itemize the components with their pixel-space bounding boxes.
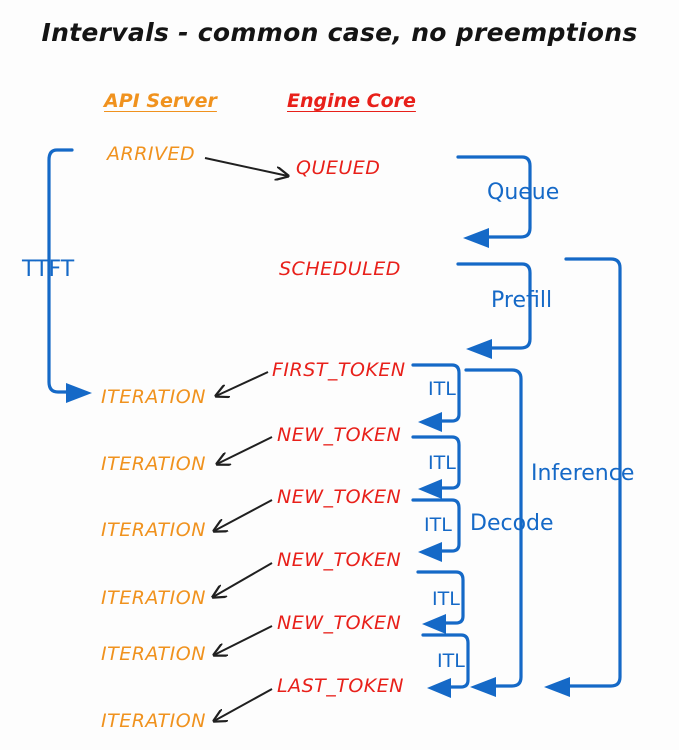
interval-label-decode: Decode — [470, 511, 554, 536]
interval-label-inference: Inference — [531, 461, 635, 486]
event-token-2: NEW_TOKEN — [277, 424, 402, 446]
interval-label-queue: Queue — [487, 180, 560, 205]
event-token-1: FIRST_TOKEN — [272, 359, 406, 381]
arrow-arrived-to-queued — [204, 157, 288, 176]
arrow-token-to-iteration-4 — [213, 562, 273, 597]
arrow-token-to-iteration-2 — [217, 436, 273, 464]
state-iteration-6: ITERATION — [101, 710, 206, 732]
event-token-3: NEW_TOKEN — [277, 486, 402, 508]
state-iteration-3: ITERATION — [101, 519, 206, 541]
state-iteration-1: ITERATION — [101, 386, 206, 408]
arrow-token-to-iteration-3 — [214, 499, 273, 531]
interval-label-prefill: Prefill — [491, 288, 553, 313]
interval-label-itl-2: ITL — [428, 452, 456, 474]
arrow-token-to-iteration-6 — [214, 688, 273, 721]
state-iteration-4: ITERATION — [101, 587, 206, 609]
state-iteration-2: ITERATION — [101, 453, 206, 475]
arrow-token-to-iteration-1 — [216, 371, 269, 396]
interval-label-itl-4: ITL — [432, 588, 460, 610]
event-token-6: LAST_TOKEN — [277, 675, 404, 697]
arrow-token-to-iteration-5 — [214, 625, 273, 655]
column-header-api-server: API Server — [104, 90, 217, 112]
state-arrived: ARRIVED — [107, 143, 196, 165]
interval-label-itl-5: ITL — [437, 650, 465, 672]
interval-label-ttft: TTFT — [22, 257, 75, 282]
interval-label-itl-1: ITL — [428, 378, 456, 400]
state-scheduled: SCHEDULED — [279, 258, 401, 280]
interval-label-itl-3: ITL — [424, 514, 452, 536]
state-queued: QUEUED — [296, 157, 381, 179]
column-header-engine-core: Engine Core — [287, 90, 416, 112]
page-title: Intervals - common case, no preemptions — [41, 18, 638, 47]
event-token-5: NEW_TOKEN — [277, 612, 402, 634]
state-iteration-5: ITERATION — [101, 643, 206, 665]
event-token-4: NEW_TOKEN — [277, 549, 402, 571]
